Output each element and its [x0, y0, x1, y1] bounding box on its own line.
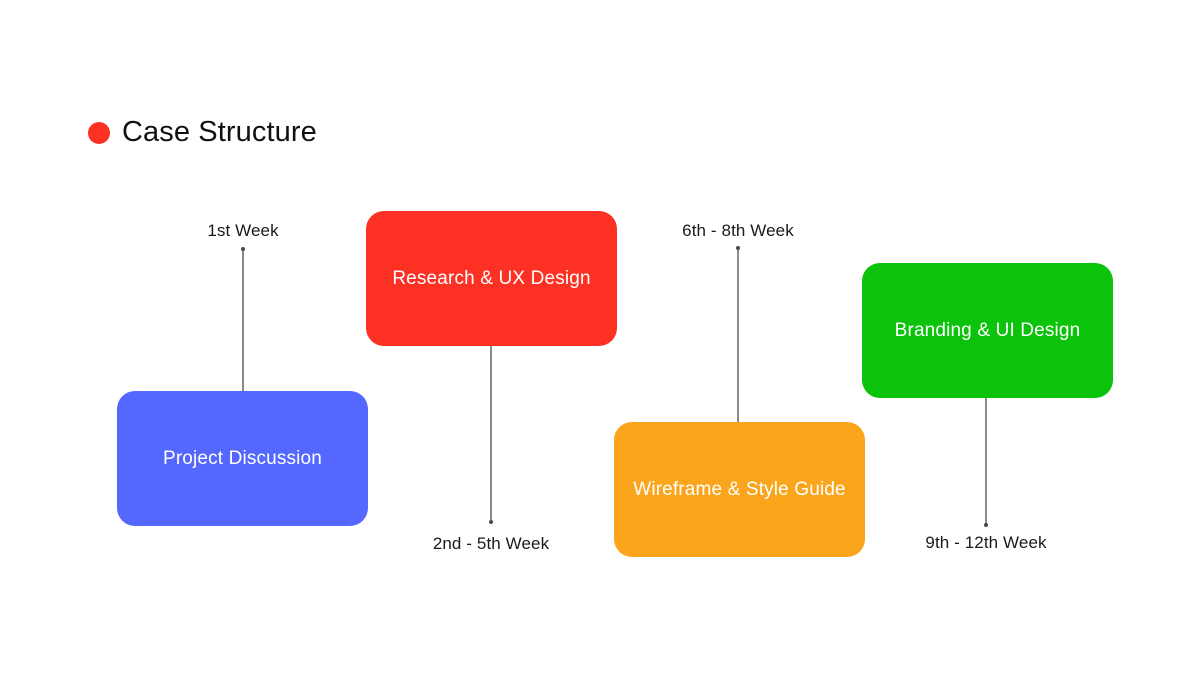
phase-box-wireframe-style-guide[interactable]: Wireframe & Style Guide: [614, 422, 865, 557]
phase-label-research-ux-design: Research & UX Design: [392, 267, 591, 289]
connector-endpoint-research-ux-design: [489, 520, 493, 524]
week-label-research-ux-design: 2nd - 5th Week: [432, 534, 550, 553]
connector-line-project-discussion: [242, 249, 244, 391]
phase-label-branding-ui-design: Branding & UI Design: [894, 319, 1081, 341]
phase-box-research-ux-design[interactable]: Research & UX Design: [366, 211, 617, 346]
connector-endpoint-branding-ui-design: [984, 523, 988, 527]
connector-line-research-ux-design: [490, 346, 492, 522]
page-title: Case Structure: [122, 116, 317, 148]
week-label-wireframe-style-guide: 6th - 8th Week: [682, 221, 794, 240]
slide-title-row: Case Structure: [88, 118, 317, 147]
connector-endpoint-project-discussion: [241, 247, 245, 251]
connector-line-wireframe-style-guide: [737, 248, 739, 422]
filled-circle-icon: [88, 121, 110, 144]
connector-endpoint-wireframe-style-guide: [736, 246, 740, 250]
connector-line-branding-ui-design: [985, 398, 987, 525]
week-label-branding-ui-design: 9th - 12th Week: [925, 533, 1047, 552]
week-label-project-discussion: 1st Week: [207, 221, 279, 240]
phase-box-branding-ui-design[interactable]: Branding & UI Design: [862, 263, 1113, 398]
phase-box-project-discussion[interactable]: Project Discussion: [117, 391, 368, 526]
phase-label-wireframe-style-guide: Wireframe & Style Guide: [633, 478, 846, 500]
phase-label-project-discussion: Project Discussion: [163, 447, 322, 469]
